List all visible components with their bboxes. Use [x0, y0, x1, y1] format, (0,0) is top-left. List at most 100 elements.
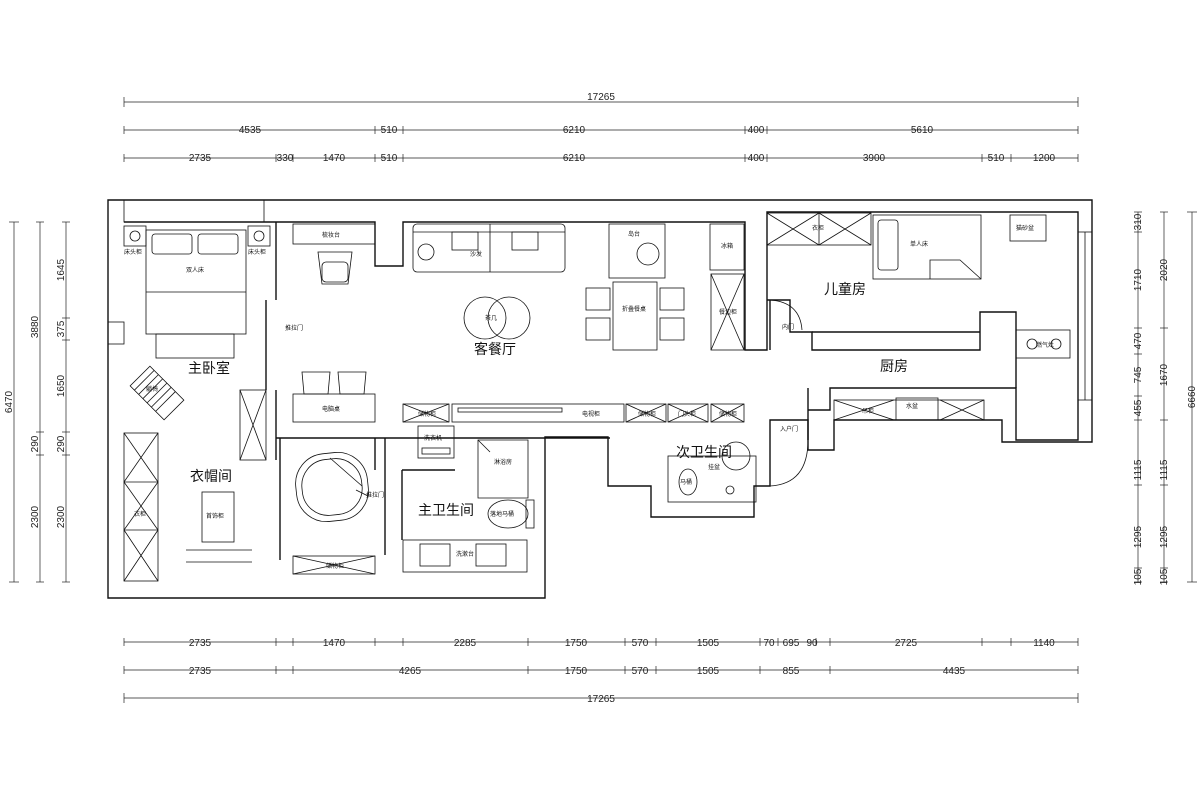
- label-single-bed: 单人床: [910, 240, 928, 248]
- dim-bot2-6: 4435: [943, 666, 966, 677]
- dimension-lines: 17265 4535 510 6210 400 5610: [4, 92, 1198, 705]
- inner-wall: [124, 211, 1079, 441]
- dining-cabinet: [710, 273, 745, 351]
- dim-left2-1: 290: [30, 435, 41, 452]
- entry-door-swing: [769, 439, 809, 487]
- label-nightstand-left: 床头柜: [124, 248, 142, 256]
- dim-right1-1: 1710: [1133, 268, 1144, 291]
- label-tv-cabinet: 电视柜: [582, 410, 600, 418]
- dim-bot1-10: 1140: [1033, 638, 1055, 649]
- shower: [477, 439, 529, 499]
- storage-3: [710, 403, 745, 423]
- label-jewelry-cabinet: 首饰柜: [206, 512, 224, 520]
- window-north-bed: [123, 199, 265, 223]
- tv-cabinet: [451, 403, 625, 423]
- dim-right2-4: 105: [1159, 568, 1170, 585]
- fridge: [709, 223, 745, 271]
- tea-table: [463, 296, 507, 340]
- dim-top2-3: 400: [748, 125, 765, 136]
- dim-bot1-1: 1470: [323, 638, 346, 649]
- lounge-chair: [129, 365, 185, 421]
- dim-right2-1: 1670: [1159, 363, 1170, 386]
- room-labels: 主卧室 客餐厅 儿童房 厨房 衣帽间 主卫生间 次卫生间: [188, 281, 908, 519]
- room-master-bedroom: 主卧室: [188, 360, 230, 377]
- dim-top3-8: 1200: [1033, 153, 1056, 164]
- vanity: [402, 539, 528, 573]
- washer: [417, 425, 455, 459]
- dim-left2-2: 2300: [30, 505, 41, 528]
- label-sliding-door-1: 推拉门: [285, 324, 303, 332]
- label-nightstand-right: 床头柜: [248, 248, 266, 256]
- desk-chair: [337, 371, 367, 395]
- window-west: [107, 321, 125, 345]
- dim-bot2-2: 1750: [565, 666, 588, 677]
- dining-chair: [585, 317, 611, 341]
- dim-right1-4: 455: [1133, 399, 1144, 416]
- label-washer: 洗衣机: [424, 434, 442, 442]
- label-inner-door: 内门: [782, 323, 794, 331]
- dim-right1-7: 105: [1133, 568, 1144, 585]
- dim-top2-2: 6210: [563, 125, 586, 136]
- kitchen-sink: [895, 397, 939, 421]
- sofa: [412, 223, 566, 273]
- single-bed: [872, 214, 982, 280]
- label-storage-3: 储物柜: [719, 410, 737, 418]
- label-storage-1: 储物柜: [418, 410, 436, 418]
- dim-right1-2: 470: [1133, 332, 1144, 349]
- dim-right1-6: 1295: [1133, 525, 1144, 548]
- folding-table: [612, 281, 658, 351]
- label-dining-cabinet: 餐边柜: [719, 308, 737, 316]
- dim-right1-0: 310: [1133, 213, 1144, 230]
- dim-left2-0: 3880: [30, 315, 41, 338]
- label-toilet-floor: 落地马桶: [490, 510, 514, 518]
- inner-door-swing: [769, 299, 803, 331]
- dim-top3-6: 3900: [863, 153, 886, 164]
- room-second-bath: 次卫生间: [676, 445, 732, 461]
- wardrobe: [123, 432, 159, 582]
- dim-bot2-5: 855: [783, 666, 800, 677]
- label-lounge-chair: 躺椅: [146, 385, 158, 393]
- dim-bot1-4: 570: [632, 638, 649, 649]
- label-sliding-door-2: 推拉门: [366, 491, 384, 499]
- dim-top3-0: 2735: [189, 153, 212, 164]
- dim-top3-5: 400: [748, 153, 765, 164]
- furniture: 床头柜 床头柜 双人床 躺椅 梳妆台 推拉门: [123, 212, 1071, 582]
- room-living-dining: 客餐厅: [474, 341, 516, 358]
- dim-bot1-9: 2725: [895, 638, 918, 649]
- dim-bot1-6: 70: [763, 638, 775, 649]
- dresser: [292, 223, 376, 245]
- dim-top2-1: 510: [381, 125, 398, 136]
- dim-bot2-1: 4265: [399, 666, 422, 677]
- dim-top3-2: 1470: [323, 153, 346, 164]
- litter-box: [1009, 214, 1047, 242]
- nightstand-right: [247, 225, 271, 247]
- dim-top2-4: 5610: [911, 125, 934, 136]
- label-entry-door: 入户门: [780, 425, 798, 433]
- label-toilet-wall: 马桶: [680, 478, 692, 486]
- dim-right2-3: 1295: [1159, 525, 1170, 548]
- dim-bot1-0: 2735: [189, 638, 212, 649]
- floor-toilet: [487, 499, 529, 529]
- label-wash-basin: 挂盆: [708, 463, 720, 471]
- dim-left3-3: 290: [56, 435, 67, 452]
- dim-left3-1: 375: [56, 320, 67, 337]
- dim-bot2-4: 1505: [697, 666, 720, 677]
- dim-bot1-5: 1505: [697, 638, 720, 649]
- dim-right1-3: 745: [1133, 366, 1144, 383]
- dim-right2-0: 2020: [1159, 258, 1170, 281]
- wash-basin: [721, 441, 751, 471]
- dim-top3-7: 510: [988, 153, 1005, 164]
- label-tea-table: 茶几: [485, 314, 497, 322]
- shoe-cabinet: [667, 403, 709, 423]
- label-vanity: 洗漱台: [456, 550, 474, 558]
- dim-top3-3: 510: [381, 153, 398, 164]
- storage-1: [402, 403, 450, 423]
- dining-chair: [659, 287, 685, 311]
- dim-right2-2: 1115: [1159, 459, 1170, 480]
- label-island: 岛台: [628, 230, 640, 238]
- storage-2: [625, 403, 667, 423]
- dining-chair: [659, 317, 685, 341]
- room-kitchen: 厨房: [880, 359, 908, 375]
- label-hanging-cabinet: 吊柜: [862, 407, 874, 415]
